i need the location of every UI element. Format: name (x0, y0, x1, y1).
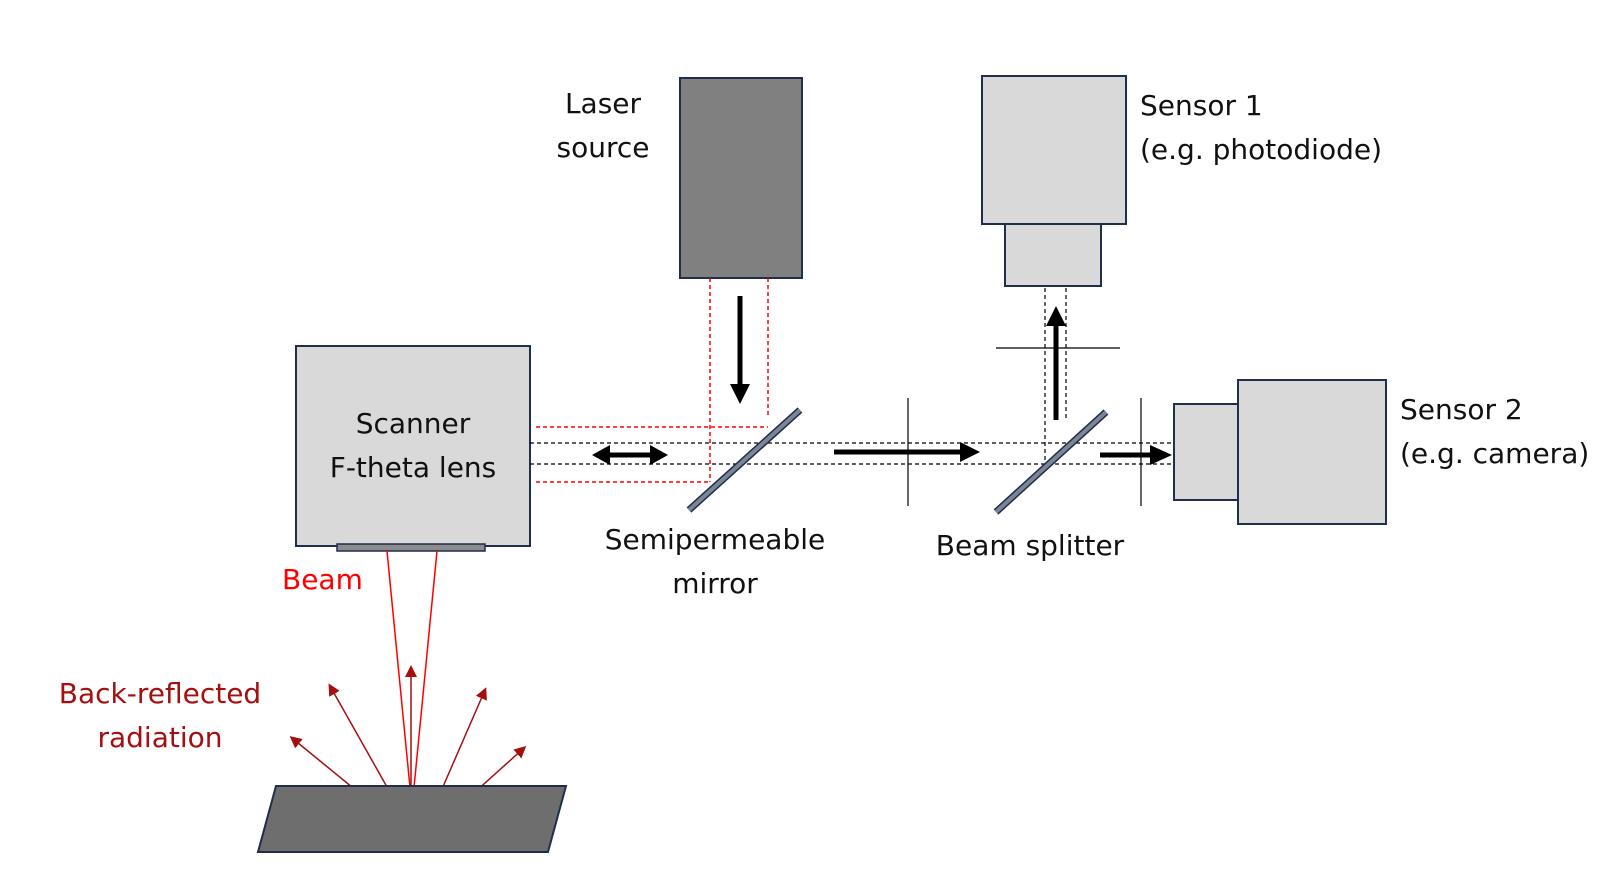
back-reflected-label-line1: Back-reflected (58, 677, 262, 710)
semipermeable-mirror-fill (687, 408, 802, 512)
beam-label-text: Beam (282, 563, 363, 596)
sensor2-lens (1173, 403, 1239, 501)
beam-splitter-fill (994, 410, 1108, 514)
sensor2-label: Sensor 2 (e.g. camera) (1400, 388, 1589, 476)
sensor1-body (981, 75, 1127, 225)
f-theta-lens (336, 543, 486, 552)
sensor2-label-line1: Sensor 2 (1400, 393, 1523, 426)
laser-source-label-line1: Laser (564, 87, 642, 120)
sensor1-label-line1: Sensor 1 (1140, 89, 1263, 122)
scanner-label: Scanner F-theta lens (296, 402, 530, 490)
sensor1-label: Sensor 1 (e.g. photodiode) (1140, 84, 1382, 172)
scanner-label-line1: Scanner (355, 407, 471, 440)
beam-splitter-label-text: Beam splitter (935, 529, 1125, 562)
beam-label: Beam (282, 558, 363, 602)
scanner-label-line2: F-theta lens (329, 451, 497, 484)
semipermeable-mirror-label-line1: Semipermeable (604, 523, 826, 556)
sensor2-body (1237, 379, 1387, 525)
laser-source-label: Laser source (548, 82, 658, 170)
focused-beam (386, 550, 438, 809)
beam-splitter-label: Beam splitter (920, 524, 1140, 568)
workpiece (256, 785, 568, 853)
semipermeable-mirror-label-line2: mirror (672, 567, 758, 600)
sensor2-label-line2: (e.g. camera) (1400, 437, 1590, 470)
back-reflected-label-line2: radiation (97, 721, 223, 754)
optical-axis-lines (530, 288, 1172, 465)
laser-source-box (679, 77, 803, 279)
back-reflected-label: Back-reflected radiation (40, 672, 280, 760)
direction-arrows (592, 296, 1172, 465)
semipermeable-mirror-label: Semipermeable mirror (590, 518, 840, 606)
laser-beam-envelope (536, 278, 769, 483)
scanner-box (295, 345, 531, 547)
sensor1-lens (1004, 223, 1102, 287)
sensor1-label-line2: (e.g. photodiode) (1140, 133, 1382, 166)
laser-source-label-line2: source (556, 131, 650, 164)
